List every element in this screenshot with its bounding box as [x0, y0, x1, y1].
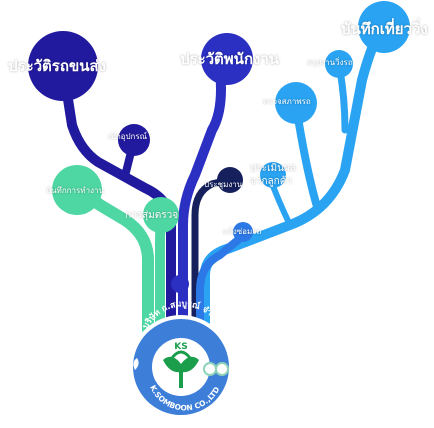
root-node — [171, 275, 189, 293]
node-work-log[interactable] — [52, 165, 102, 215]
node-random-check[interactable] — [143, 197, 179, 233]
label-trip-log[interactable]: บันทึกเที่ยววิ่ง — [341, 20, 428, 38]
logo-initials: KS — [174, 342, 187, 352]
node-vehicle-repair[interactable] — [233, 222, 253, 242]
node-customer-evaluation[interactable] — [260, 162, 286, 188]
node-employee-history[interactable] — [201, 33, 253, 85]
branch-employee-history — [178, 65, 226, 335]
label-vehicle-inspection[interactable]: ตรวจสภาพรถ — [263, 97, 311, 106]
label-employee-history[interactable]: ประวัติพนักงาน — [180, 50, 280, 68]
node-vehicle-history[interactable] — [28, 31, 98, 101]
label-meeting[interactable]: ประชุมงาน — [204, 180, 243, 189]
label-customer-evaluation[interactable]: ประเมินผล จากลูกค้า — [250, 163, 296, 187]
logo-company-thai: บริษัท ก.สมบูรณ์ จำกัด — [141, 299, 223, 330]
label-vehicle-history[interactable]: ประวัติรถขนส่ง — [8, 57, 106, 75]
company-logo — [129, 315, 233, 419]
node-vehicle-inspection[interactable] — [275, 82, 317, 124]
node-meeting[interactable] — [217, 167, 243, 193]
branch-vehicle-repair — [196, 236, 242, 334]
label-work-log[interactable]: บันทึกการทำงาน — [46, 186, 104, 195]
node-equipment-request[interactable] — [118, 124, 150, 156]
node-trip-log[interactable] — [358, 1, 410, 53]
label-random-check[interactable]: การสุ่มตรวจ — [125, 210, 179, 221]
node-trip-summary[interactable] — [325, 50, 353, 78]
branch-meeting — [191, 176, 232, 334]
logo-company-en: K.SOMBOON CO.,LTD — [148, 384, 221, 413]
label-equipment-request[interactable]: เบิกอุปกรณ์ — [108, 132, 148, 141]
label-vehicle-repair[interactable]: แจ้งซ่อมรถ — [223, 227, 262, 236]
label-trip-summary[interactable]: สรุปงานวิ่งรถ — [307, 58, 353, 67]
